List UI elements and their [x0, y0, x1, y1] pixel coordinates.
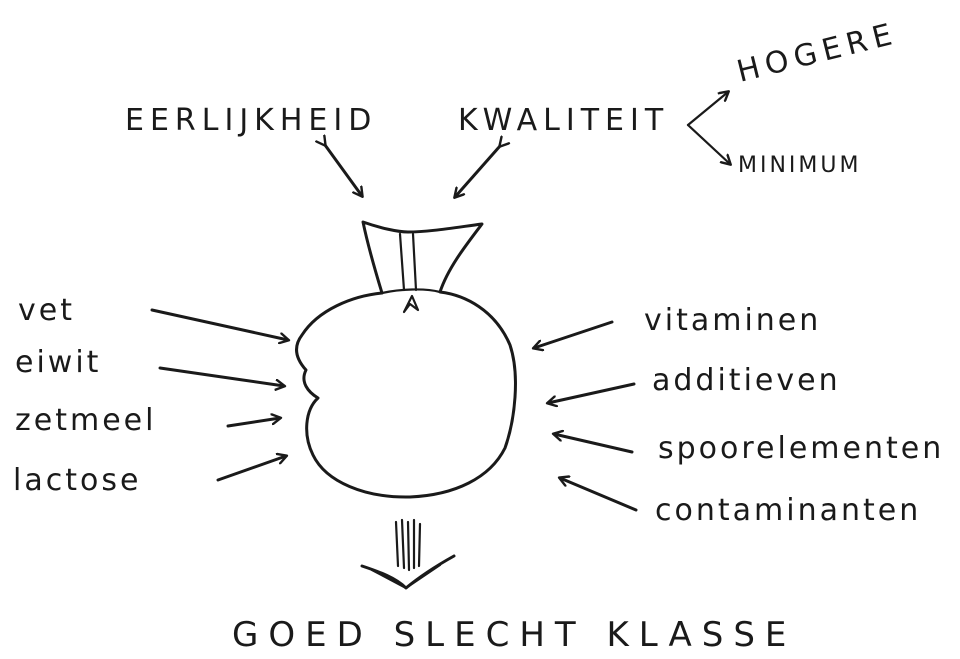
right-input-spoorelementen: spoorelementen	[658, 431, 944, 466]
right-arrow-spoorelementen	[554, 434, 632, 452]
kwaliteit-double-arrow	[455, 146, 500, 197]
top-double-arrows	[325, 145, 500, 197]
left-arrow-eiwit	[160, 368, 284, 386]
eerlijkheid-double-arrow	[325, 145, 362, 196]
branch-arrows	[688, 92, 730, 164]
minimum-label: MINIMUM	[738, 153, 861, 178]
right-input-contaminanten: contaminanten	[655, 493, 921, 528]
branch-arrow-upper	[688, 92, 728, 125]
bag-drawing	[296, 222, 515, 497]
bottom-label: GOED SLECHT KLASSE	[232, 615, 796, 655]
left-arrow-zetmeel	[228, 418, 280, 426]
right-arrow-contaminanten	[560, 478, 636, 510]
down-arrow-head-inner	[372, 565, 440, 588]
branch-arrow-lower	[688, 125, 730, 164]
right-arrow-vitaminen	[534, 322, 612, 348]
down-arrow-line-1	[396, 522, 398, 566]
left-arrow-lactose	[218, 456, 286, 480]
bag-body	[296, 222, 515, 497]
down-arrow	[362, 520, 454, 588]
down-arrow-line-2	[402, 520, 404, 568]
down-arrow-line-5	[419, 524, 420, 566]
bag-neck-line-left	[400, 234, 404, 290]
hogere-label: HOGERE	[733, 16, 901, 90]
right-arrow-additieven	[548, 384, 634, 403]
eerlijkheid-label: EERLIJKHEID	[125, 103, 377, 138]
kwaliteit-label: KWALITEIT	[458, 103, 669, 138]
left-input-eiwit: eiwit	[15, 345, 101, 380]
left-input-lactose: lactose	[13, 463, 141, 498]
bag-tie-line	[382, 289, 440, 293]
bag-knot	[404, 296, 418, 312]
left-arrow-vet	[152, 310, 288, 340]
right-arrows	[534, 322, 636, 510]
down-arrow-line-3	[408, 522, 409, 570]
left-arrows	[152, 310, 288, 480]
right-input-additieven: additieven	[652, 363, 841, 398]
bag-neck-line-right	[413, 234, 416, 290]
right-input-vitaminen: vitaminen	[644, 303, 821, 338]
left-input-vet: vet	[18, 293, 75, 328]
left-input-zetmeel: zetmeel	[15, 403, 156, 438]
